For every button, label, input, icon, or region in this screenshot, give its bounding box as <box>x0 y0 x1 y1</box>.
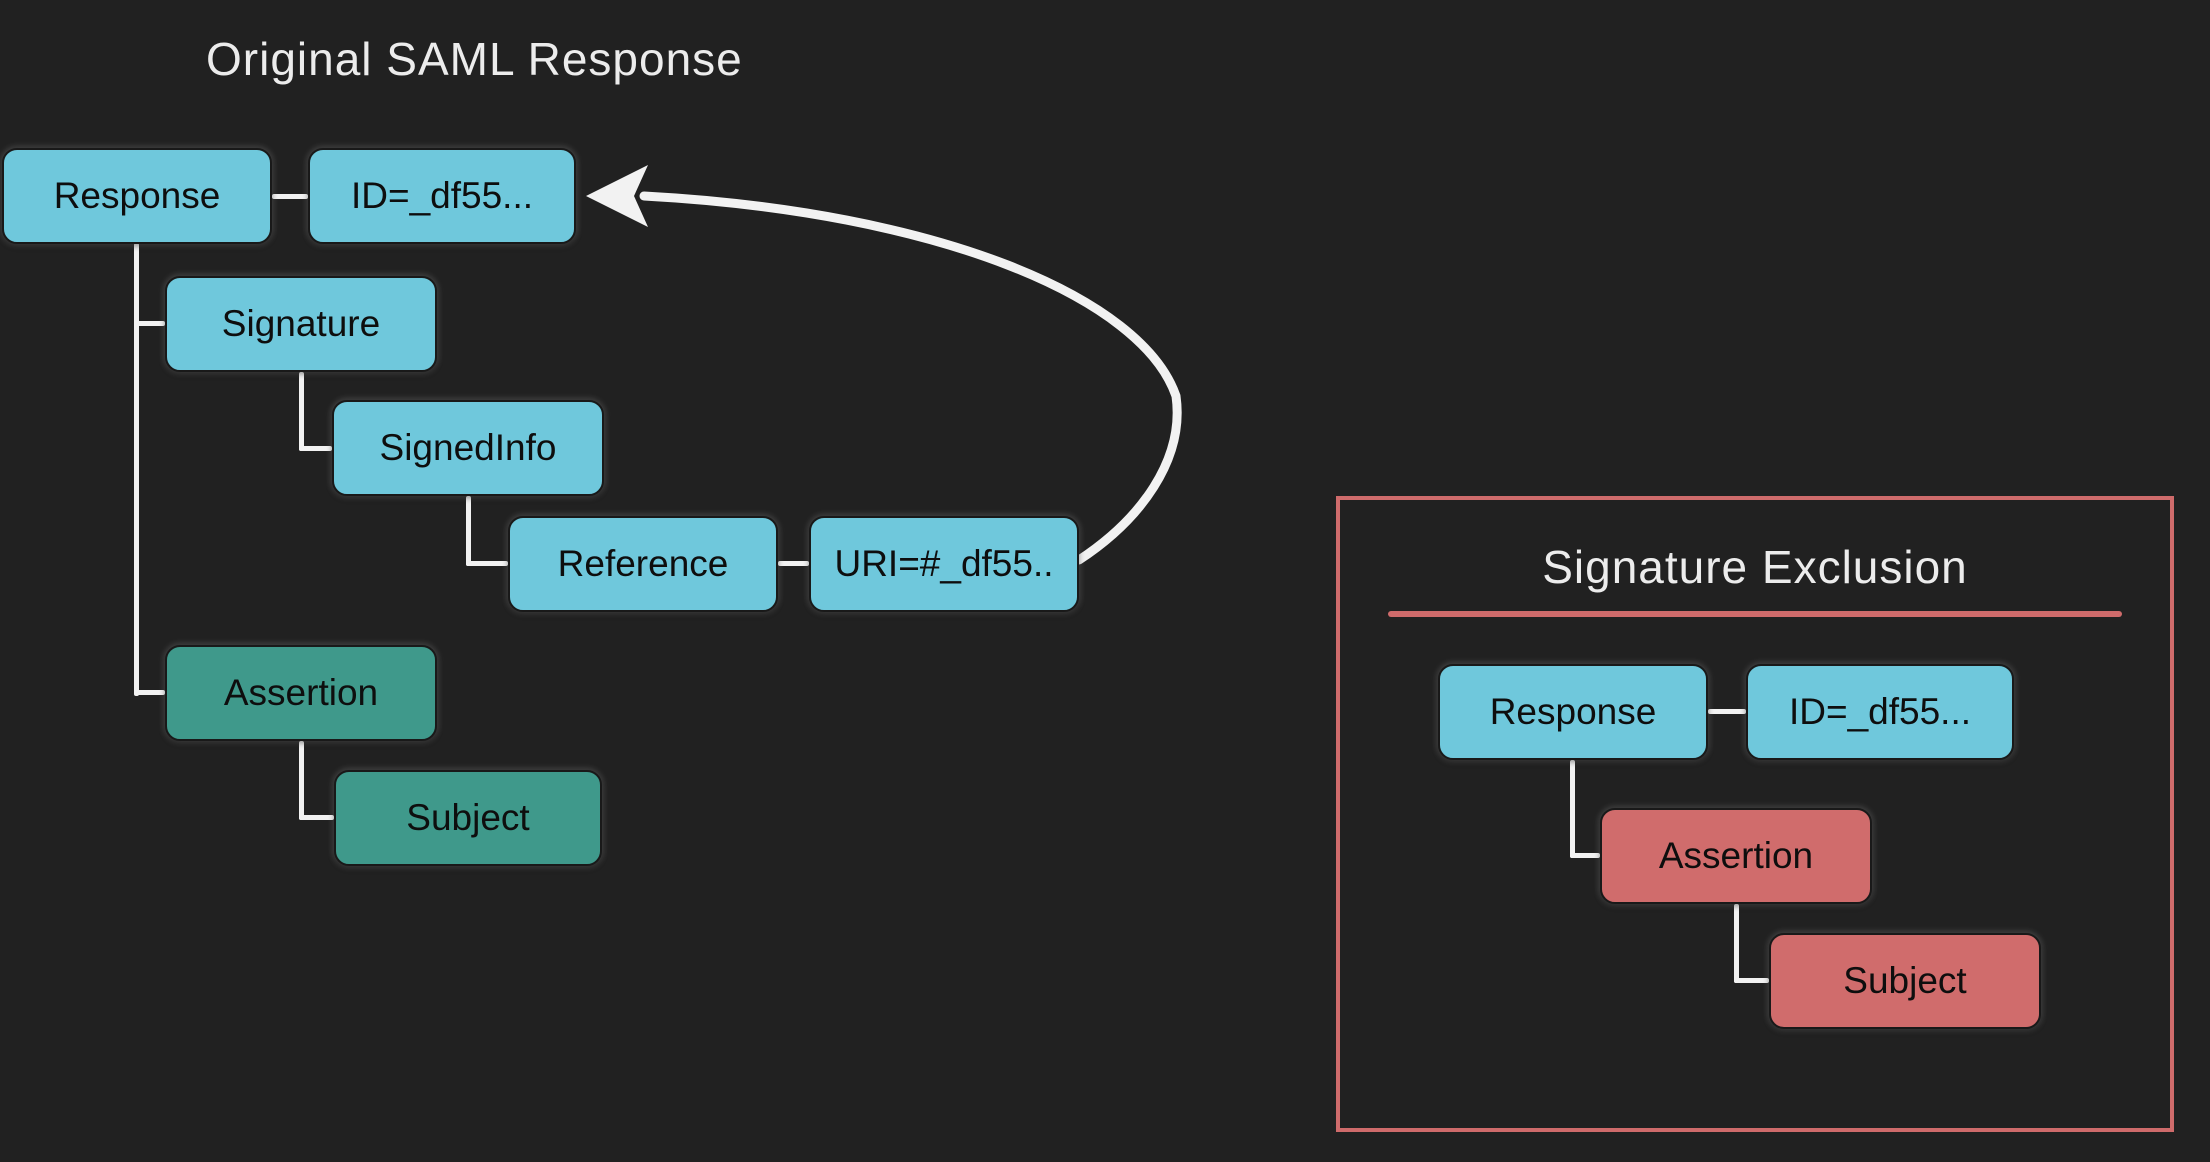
connector-branch-assertion <box>134 690 165 695</box>
node-signature: Signature <box>165 276 437 372</box>
node-id-attribute-excluded: ID=_df55... <box>1746 664 2014 760</box>
connector-signature-drop <box>299 372 304 451</box>
connector-assertion-subject <box>299 815 334 820</box>
connector-signedinfo-reference <box>466 561 508 566</box>
connector-response-id <box>272 194 308 199</box>
node-response-excluded: Response <box>1438 664 1708 760</box>
signature-exclusion-panel <box>1336 496 2174 1132</box>
node-reference: Reference <box>508 516 778 612</box>
original-saml-response-title: Original SAML Response <box>206 33 743 85</box>
connector-signedinfo-drop <box>466 496 471 566</box>
node-assertion-excluded: Assertion <box>1600 808 1872 904</box>
connector-signature-signedinfo <box>299 446 332 451</box>
panel-title-divider <box>1388 611 2122 617</box>
node-uri-attribute: URI=#_df55.. <box>809 516 1079 612</box>
connector-assertion-drop <box>299 741 304 820</box>
connector-response-id-excluded <box>1708 709 1746 714</box>
connector-assertion-subject-excluded <box>1734 978 1769 983</box>
connector-response-trunk <box>134 243 139 696</box>
arrowhead-icon <box>586 165 648 227</box>
connector-response-assertion-excluded <box>1570 853 1600 858</box>
signature-exclusion-title: Signature Exclusion <box>1542 541 1968 593</box>
connector-assertion-drop-excluded <box>1734 904 1739 983</box>
node-id-attribute-original: ID=_df55... <box>308 148 576 244</box>
connector-reference-uri <box>778 561 809 566</box>
connector-response-drop-excluded <box>1570 760 1575 858</box>
node-subject-excluded: Subject <box>1769 933 2041 1029</box>
node-subject-original: Subject <box>334 770 602 866</box>
node-assertion-original: Assertion <box>165 645 437 741</box>
connector-branch-signature <box>134 321 165 326</box>
node-response-original: Response <box>2 148 272 244</box>
node-signedinfo: SignedInfo <box>332 400 604 496</box>
